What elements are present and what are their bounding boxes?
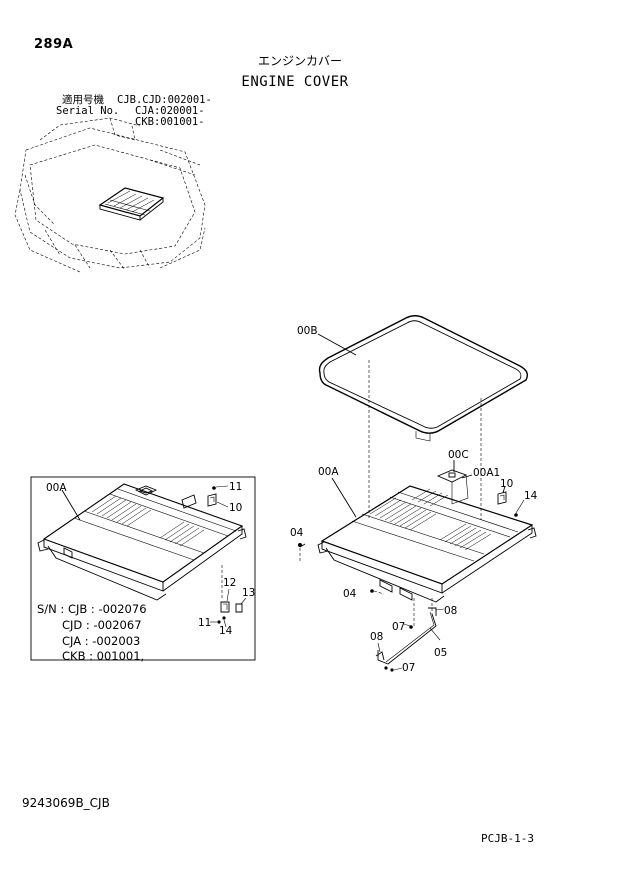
leader-plate-sub [461, 474, 473, 479]
clip-bottom [375, 642, 385, 661]
main-nut [514, 499, 525, 517]
callout-plate-sub: 00A1 [473, 467, 500, 479]
inset-serial-line-2: CJD : -002067 [62, 618, 142, 632]
inset-bracket-bottom [210, 565, 247, 628]
inset-serial-line-1: S/N : CJB : -002076 [37, 602, 147, 616]
bolt-left [298, 543, 306, 562]
callout-rod: 05 [434, 647, 447, 659]
inset-callout-13: 13 [242, 587, 255, 599]
inset-frame [30, 476, 256, 661]
inset-callout-10: 10 [229, 502, 242, 514]
serial-line-3: CKB:001001- [135, 116, 205, 128]
callout-bolt-bottom: 04 [343, 588, 357, 600]
page-reference: PCJB-1-3 [481, 832, 534, 845]
inset-serial-line-3: CJA : -002003 [62, 634, 141, 648]
callout-plate: 00C [448, 449, 469, 461]
drawing-number: 9243069B_CJB [22, 796, 110, 810]
inset-engine-cover [37, 483, 247, 601]
main-bracket [497, 485, 507, 505]
callout-nut: 14 [524, 490, 538, 502]
seal-frame [318, 315, 529, 442]
inset-callout-14: 14 [219, 625, 233, 637]
leader-rod [429, 627, 441, 641]
title-japanese: エンジンカバー [257, 54, 342, 68]
callout-cover: 00A [318, 466, 339, 478]
pin-top [403, 623, 413, 629]
leader-seal [317, 333, 357, 356]
page-code: 289A [34, 37, 74, 52]
inset-callout-cover: 00A [46, 482, 67, 494]
serial-label-jp: 適用号機 [62, 94, 104, 106]
serial-line-2: CJA:020001- [135, 105, 205, 117]
bolt-bottom [370, 589, 385, 595]
callout-bracket: 10 [500, 478, 513, 490]
support-rod [377, 598, 437, 665]
inset-callout-12: 12 [223, 577, 236, 589]
serial-line-1: CJB.CJD:002001- [117, 94, 212, 106]
main-engine-cover [317, 469, 537, 603]
inset-bracket-top [207, 485, 229, 508]
callout-clip-top: 08 [444, 605, 457, 617]
callout-pin-bottom: 07 [402, 662, 415, 674]
clip-top [428, 607, 445, 616]
callout-bolt-left: 04 [290, 527, 304, 539]
callout-pin-top: 07 [392, 621, 405, 633]
pin-bottom [384, 666, 403, 672]
inset-callout-11-top: 11 [229, 481, 242, 493]
inset-leader-cover [61, 489, 81, 521]
serial-label-en: Serial No. [56, 105, 120, 117]
leader-cover [331, 477, 357, 518]
title-english: ENGINE COVER [241, 74, 349, 90]
callout-clip-bottom: 08 [370, 631, 383, 643]
machine-overview-sketch [14, 117, 206, 273]
callout-seal: 00B [297, 325, 318, 337]
inset-callout-11-bottom: 11 [198, 617, 211, 629]
inset-serial-line-4: CKB : 001001, [62, 649, 145, 663]
